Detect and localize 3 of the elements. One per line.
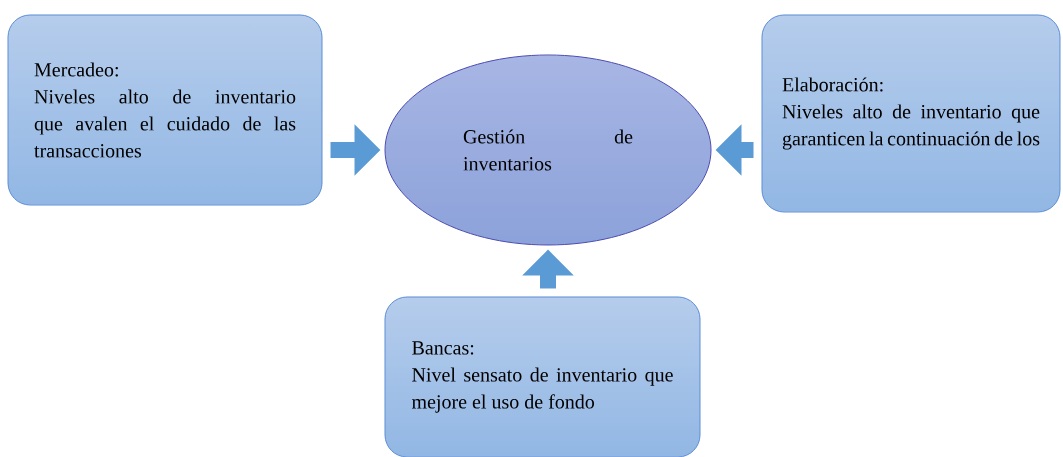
text-box: Bancas: Nivel sensato de inventario que mejore el uso de fondo <box>384 296 701 457</box>
text-box: Mercadeo: Niveles alto de inventario que avalen el cuidado de las transacciones <box>7 14 323 206</box>
text-box: Elaboración: Niveles alto de inventario que garanticen la continuación de los <box>761 14 1061 213</box>
